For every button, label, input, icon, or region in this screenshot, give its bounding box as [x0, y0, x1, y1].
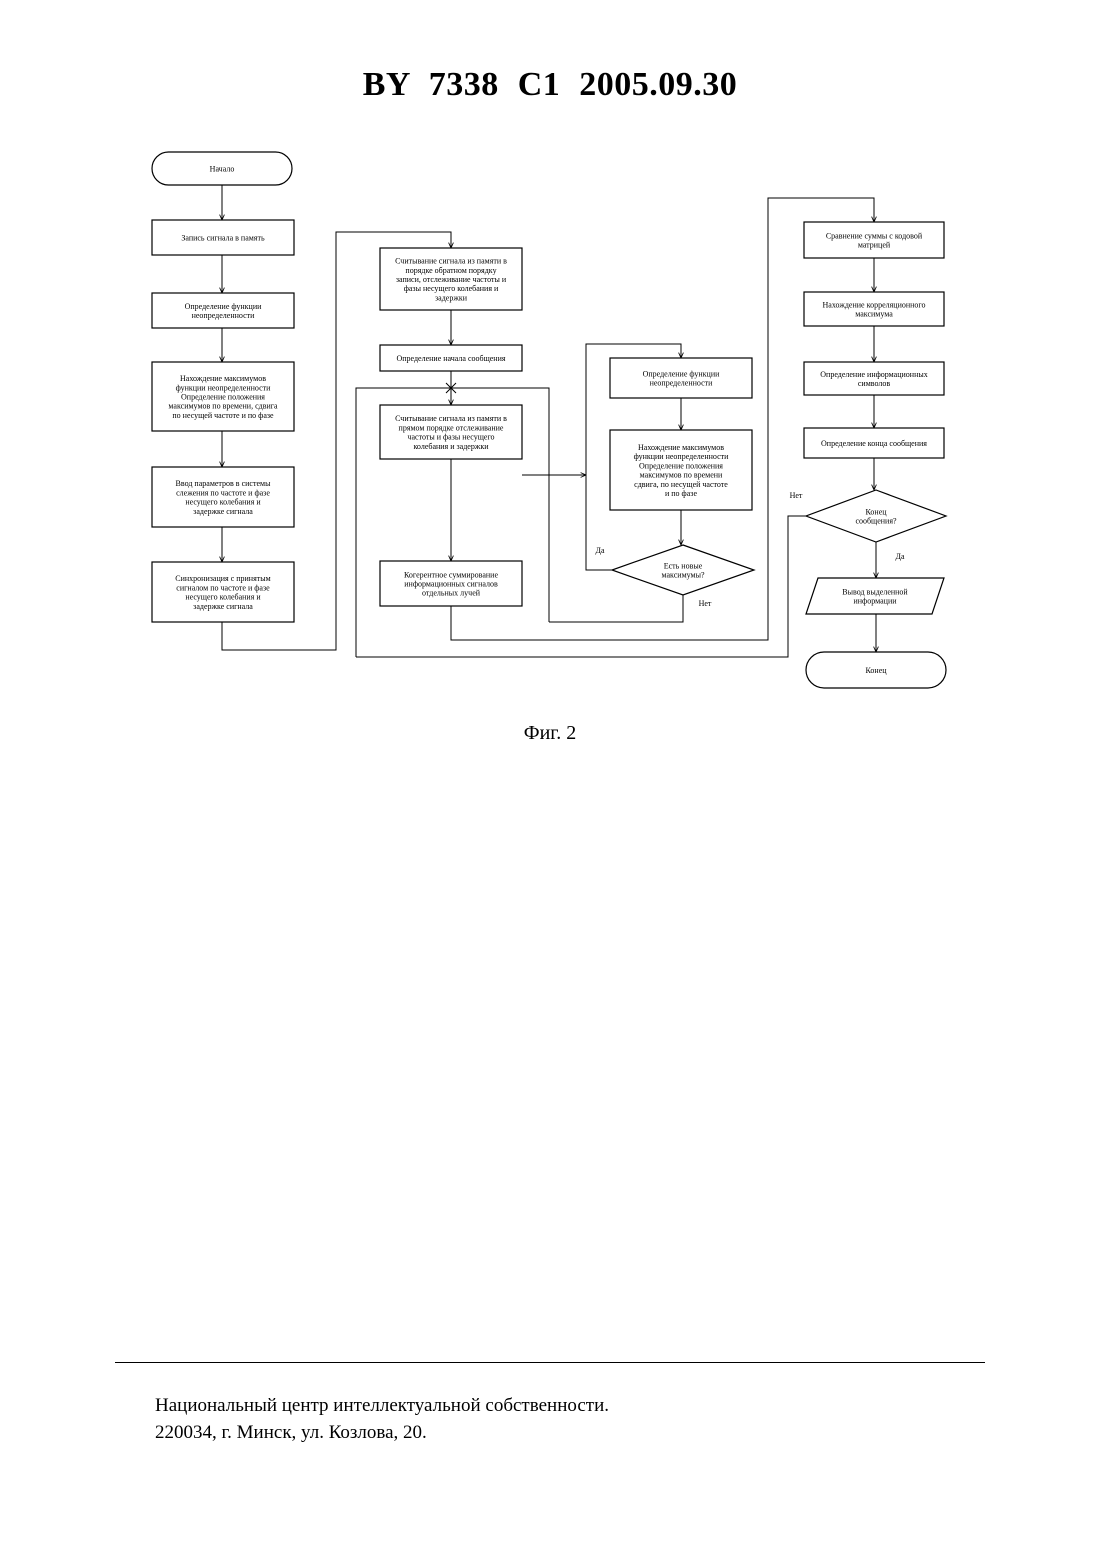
- flowchart-text-e5: сообщения?: [855, 517, 897, 526]
- flowchart-text-d2: функции неопределенности: [634, 452, 730, 461]
- flowchart-text-b5: Синхронизация с принятым: [175, 574, 270, 583]
- flowchart-text-b3: по несущей частоте и по фазе: [172, 411, 274, 420]
- flowchart-text-e4: Определение конца сообщения: [821, 439, 927, 448]
- flowchart-text-b3: Определение положения: [181, 393, 265, 402]
- flowchart-text-b3: максимумов по времени, сдвига: [168, 402, 278, 411]
- flowchart-text-d3: Есть новые: [664, 561, 703, 570]
- flowchart-text-b2: неопределенности: [192, 311, 256, 320]
- flowchart-text-e1: Сравнение суммы с кодовой: [826, 231, 923, 240]
- flowchart-text-b2: Определение функции: [185, 302, 262, 311]
- flowchart-text-c4: информационных сигналов: [404, 580, 498, 589]
- flowchart-text-end: Конец: [865, 666, 887, 675]
- flowchart-text-d3: максимумы?: [661, 571, 704, 580]
- flowchart-text-c1: фазы несущего колебания и: [404, 284, 499, 293]
- flowchart-text-e6: Вывод выделенной: [842, 587, 908, 596]
- footer-line-2: 220034, г. Минск, ул. Козлова, 20.: [155, 1419, 609, 1446]
- footer-line-1: Национальный центр интеллектуальной собс…: [155, 1392, 609, 1419]
- flowchart-text-c1: записи, отслеживание частоты и: [396, 275, 507, 284]
- flowchart-text-c3: частоты и фазы несущего: [407, 433, 494, 442]
- flowchart-text-c4: отдельных лучей: [422, 589, 481, 598]
- flowchart-text-c1: Считывание сигнала из памяти в: [395, 257, 507, 266]
- flowchart-text-b5: задержке сигнала: [193, 602, 253, 611]
- flowchart-text-d1: Определение функции: [643, 369, 720, 378]
- flowchart-text-c1: порядке обратном порядку: [405, 266, 496, 275]
- flowchart-text-b3: Нахождение максимумов: [180, 374, 266, 383]
- flowchart-text-d1: неопределенности: [650, 379, 714, 388]
- flowchart-text-d2: Определение положения: [639, 461, 723, 470]
- flowchart-text-e3: Определение информационных: [820, 370, 927, 379]
- flowchart-text-b3: функции неопределенности: [176, 383, 272, 392]
- flowchart-text-c2: Определение начала сообщения: [396, 354, 505, 363]
- flowchart-text-e1: матрицей: [858, 241, 891, 250]
- flowchart-text-e2: максимума: [855, 310, 893, 319]
- figure-caption: Фиг. 2: [0, 722, 1100, 745]
- flowchart-branch-label-yes-new-max: Да: [595, 546, 604, 555]
- flowchart-text-c4: Когерентное суммирование: [404, 570, 498, 579]
- flowchart-text-b4: Ввод параметров в системы: [176, 479, 272, 488]
- flowchart-text-start: Начало: [210, 165, 235, 174]
- flowchart-text-e5: Конец: [865, 507, 887, 516]
- flowchart-text-c3: Считывание сигнала из памяти в: [395, 414, 507, 423]
- flowchart-text-d2: и по фазе: [665, 489, 697, 498]
- flowchart-text-b4: задержке сигнала: [193, 507, 253, 516]
- flowchart-branch-label-yes-end: Да: [895, 552, 904, 561]
- flowchart-text-c3: прямом порядке отслеживание: [399, 423, 504, 432]
- publisher-footer: Национальный центр интеллектуальной собс…: [155, 1392, 609, 1446]
- flowchart-text-b4: слежения по частоте и фазе: [176, 488, 270, 497]
- flowchart-text-b5: несущего колебания и: [185, 593, 261, 602]
- flowchart-text-b4: несущего колебания и: [185, 498, 261, 507]
- flowchart-text-c1: задержки: [435, 293, 468, 302]
- flowchart-text-c3: колебания и задержки: [413, 442, 489, 451]
- flowchart-figure: НачалоЗапись сигнала в памятьОпределение…: [0, 0, 1100, 720]
- flowchart-branch-label-no-end: Нет: [790, 491, 803, 500]
- footer-rule: [115, 1362, 985, 1363]
- flowchart-branch-label-no-new-max: Нет: [699, 599, 712, 608]
- flowchart-text-b1: Запись сигнала в память: [181, 234, 265, 243]
- flowchart-text-e2: Нахождение корреляционного: [823, 300, 926, 309]
- flowchart-text-d2: Нахождение максимумов: [638, 443, 724, 452]
- flowchart-text-e3: символов: [858, 379, 891, 388]
- flowchart-connector: [549, 595, 683, 622]
- flowchart-text-e6: информации: [853, 597, 897, 606]
- flowchart-text-d2: максимумов по времени: [640, 471, 723, 480]
- flowchart-text-d2: сдвига, по несущей частоте: [634, 480, 728, 489]
- flowchart-text-b5: сигналом по частоте и фазе: [176, 583, 270, 592]
